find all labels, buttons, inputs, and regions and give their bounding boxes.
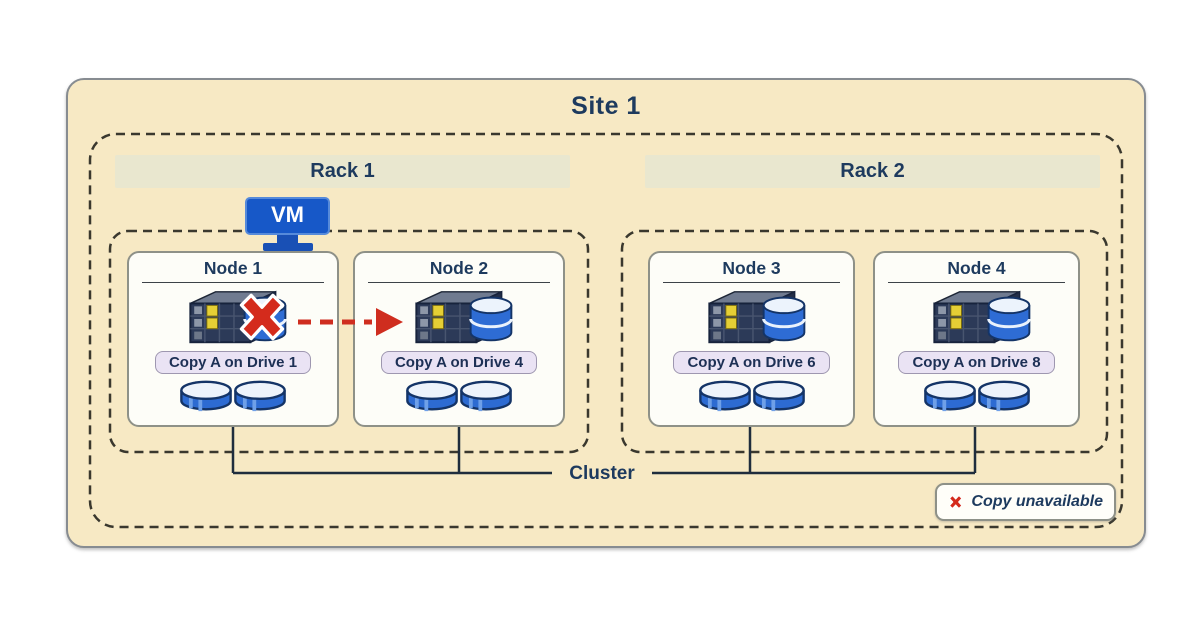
node-separator — [888, 282, 1065, 283]
node-2-card: Node 2 Copy A on Drive 4 — [353, 251, 565, 427]
rack-2-header: Rack 2 — [645, 155, 1100, 188]
server-storage-icon — [399, 286, 519, 350]
drive-cylinder-icon — [180, 380, 232, 412]
drive-cylinder-icon — [406, 380, 458, 412]
vm-monitor-base — [263, 243, 313, 251]
copy-label: Copy A on Drive 8 — [898, 351, 1055, 374]
drive-cylinders — [696, 378, 808, 414]
node-4-card: Node 4 Copy A on Drive 8 — [873, 251, 1080, 427]
drive-cylinders — [403, 378, 515, 414]
node-title: Node 3 — [722, 258, 781, 278]
node-title: Node 2 — [429, 258, 489, 278]
node-1-card: Node 1 Copy A on Drive 1 — [127, 251, 339, 427]
drive-cylinder-icon — [234, 380, 286, 412]
drive-cylinder-icon — [698, 380, 751, 412]
drive-cylinder-icon — [460, 380, 512, 412]
red-x-icon — [949, 495, 963, 509]
node-title: Node 4 — [947, 258, 1006, 278]
legend-label: Copy unavailable — [971, 493, 1103, 510]
cluster-label: Cluster — [552, 461, 652, 486]
rack-1-header: Rack 1 — [115, 155, 570, 188]
drive-cylinders — [177, 378, 289, 414]
drive-cylinder-icon — [923, 380, 976, 412]
node-separator — [368, 282, 550, 283]
legend-copy-unavailable: Copy unavailable — [935, 483, 1116, 521]
copy-unavailable-x-icon — [236, 289, 288, 350]
node-3-card: Node 3 Copy A on Drive 6 — [648, 251, 855, 427]
drive-cylinder-icon — [752, 380, 805, 412]
drive-cylinders — [921, 378, 1033, 414]
copy-label: Copy A on Drive 6 — [673, 351, 830, 374]
copy-label: Copy A on Drive 1 — [154, 351, 312, 374]
server-storage-icon — [917, 286, 1037, 350]
site-title: Site 1 — [571, 92, 641, 120]
drive-cylinder-icon — [977, 380, 1030, 412]
node-title: Node 1 — [203, 258, 263, 278]
vm-monitor-icon: VM — [245, 197, 330, 235]
node-separator — [142, 282, 324, 283]
copy-label: Copy A on Drive 4 — [380, 351, 538, 374]
server-storage-icon — [692, 286, 812, 350]
node-separator — [663, 282, 840, 283]
